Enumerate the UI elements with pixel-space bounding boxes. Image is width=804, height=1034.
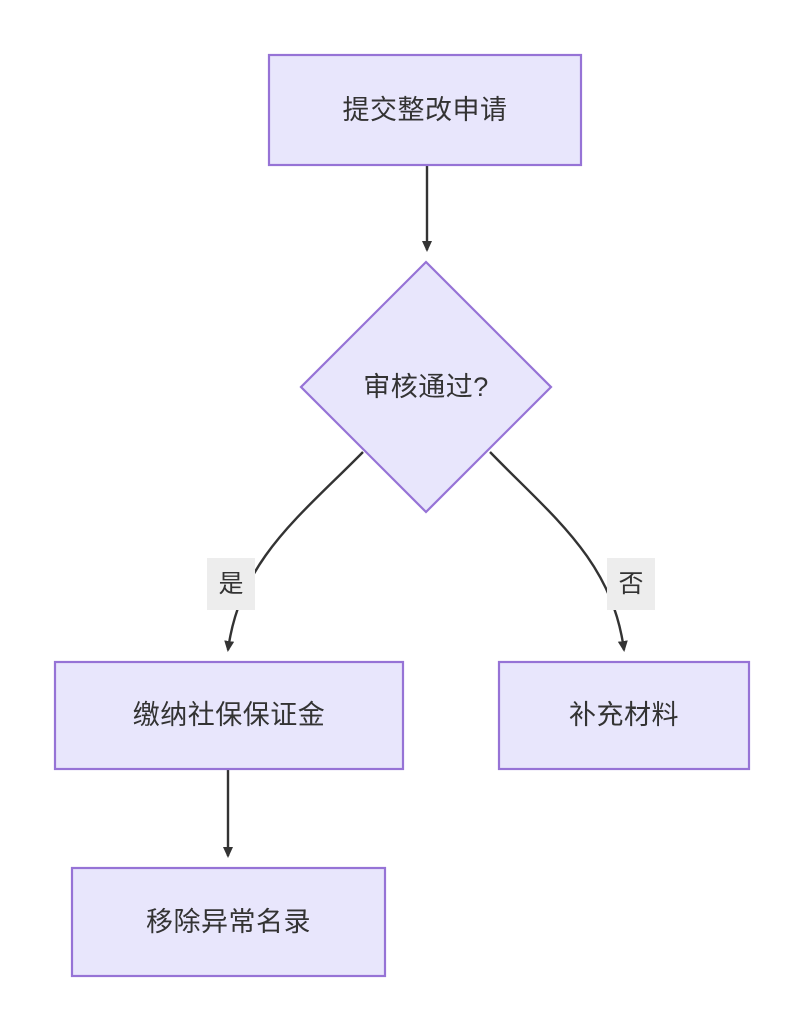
edge-label-yes: 是 (207, 558, 255, 610)
node-supplement-materials-shape[interactable] (497, 660, 751, 771)
node-pay-deposit-shape[interactable] (53, 660, 405, 771)
node-submit-application-shape[interactable] (267, 53, 583, 167)
edge-review-to-pay-yes (224, 451, 364, 652)
node-review-passed-shape[interactable] (299, 260, 553, 514)
edge-label-no: 否 (607, 558, 655, 610)
node-remove-abnormal-list-shape[interactable] (70, 866, 387, 978)
edge-review-to-supplement-no (489, 451, 628, 652)
